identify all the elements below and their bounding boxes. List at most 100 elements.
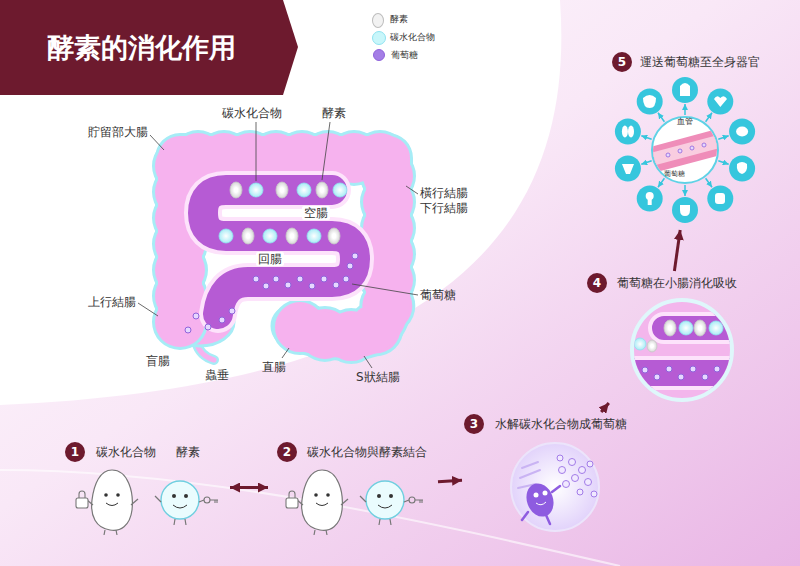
absorption-picture-part-part: [709, 321, 723, 335]
organs-picture-part: [641, 104, 728, 196]
organs-picture-part-part: [615, 119, 641, 145]
hydrolysis-picture-part-part: [577, 489, 583, 495]
carbohydrate-character-part: [92, 470, 133, 530]
part-label: 上行結腸: [88, 295, 136, 309]
small-intestine-part: [203, 190, 355, 314]
step-caption: 運送葡萄糖至全身器官: [640, 54, 760, 70]
absorption-picture-part-part: [679, 321, 693, 335]
legend-text: 酵素: [390, 12, 408, 26]
organs-picture-part-part: [637, 89, 663, 115]
callout-number: 1: [65, 442, 85, 462]
part-label: 空腸: [302, 206, 330, 220]
enzyme-dots-part: [242, 228, 254, 244]
legend-text: 碳水化合物: [390, 30, 435, 44]
carbohydrate-character-part: [116, 530, 117, 535]
hydrolysis-picture-part-part: [591, 491, 597, 497]
step-caption: 水解碳水化合物成葡萄糖: [495, 416, 627, 432]
part-label: 盲腸: [146, 354, 170, 368]
organs-picture-part-part: [638, 132, 733, 169]
hydrolysis-picture-part-part: [563, 481, 570, 488]
callout-number: 5: [612, 52, 632, 72]
organs-picture-part-part: [641, 136, 651, 139]
part-label: 下行結腸: [420, 201, 468, 215]
carbohydrate-character-part: [116, 493, 120, 497]
absorption-picture-part-part: [694, 320, 706, 336]
hydrolysis-picture-part-part: [572, 475, 579, 482]
organs-picture-part: [636, 126, 734, 176]
enzyme-dots-part: [316, 182, 328, 198]
step-caption: 葡萄糖在小腸消化吸收: [617, 275, 737, 291]
enzyme-character-part: [174, 519, 175, 525]
step-group: 4 葡萄糖在小腸消化吸收: [585, 271, 745, 403]
carbohydrate-character: [76, 470, 138, 535]
organs-picture-part-part: [641, 161, 651, 164]
absorption-picture-part-part: [664, 320, 676, 336]
organs-picture-part-part: [643, 95, 656, 108]
enzyme-character-part: [204, 497, 210, 503]
leader-lines-part: [406, 186, 418, 194]
glucose-dots-part: [347, 263, 353, 269]
part-label: 貯留部大腸: [88, 125, 148, 139]
step-group: 5 運送葡萄糖至全身器官: [608, 50, 778, 230]
legend-text: 葡萄糖: [391, 48, 418, 62]
step-arrow: [438, 480, 462, 482]
callout-number: 4: [587, 273, 607, 293]
carbohydrate-character-part: [104, 493, 108, 497]
organs-picture-part-part: [666, 143, 706, 157]
glucose-dots-part: [321, 276, 327, 282]
enzyme-dots-part: [328, 228, 340, 244]
enzyme-dots-part: [286, 228, 298, 244]
enzyme-character-part: [199, 500, 204, 502]
organs-picture: [615, 77, 755, 223]
step-group: 1碳水化合物酵素: [60, 440, 230, 535]
organs-picture-part-part: [706, 178, 712, 187]
leader-lines-part: [352, 284, 418, 295]
enzyme-dots: [230, 182, 340, 244]
organs-picture-part: [622, 83, 748, 216]
organs-picture-part-part: [714, 96, 727, 107]
step-group: 2碳水化合物與酵素結合: [268, 440, 438, 535]
enzyme-character-part: [155, 496, 161, 502]
carbohydrate-dots-part: [219, 229, 233, 243]
step-caption: 碳水化合物: [96, 444, 156, 460]
absorption-picture-part-part: [650, 314, 760, 342]
organs-picture-part-part: [637, 186, 663, 212]
organs-picture-part-part-part: [666, 153, 670, 157]
glucose-dots-part: [309, 283, 315, 289]
small-intestine-part: [203, 190, 355, 314]
step-arrow: [601, 403, 609, 412]
hydrolysis-picture-part: [557, 455, 597, 497]
enzyme-dots-part: [276, 182, 288, 198]
organs-picture-part-part: [718, 161, 728, 164]
organs-picture-part-part: [736, 127, 748, 137]
glucose-dots-part: [193, 313, 199, 319]
part-label: 葡萄糖: [664, 170, 685, 179]
glucose-dots-part: [219, 317, 225, 323]
carbohydrate-character-part: [104, 530, 105, 535]
organs-picture-part-part-part: [690, 146, 694, 150]
carbohydrate-dots-part: [249, 183, 263, 197]
large-intestine-part: [180, 158, 388, 336]
enzyme-character-part: [173, 505, 187, 508]
part-label: 血管: [677, 117, 693, 127]
leader-lines-part: [282, 348, 289, 358]
legend-swatch: [372, 13, 384, 28]
absorption-picture-part-part: [642, 366, 730, 380]
organs-picture-part-part: [648, 199, 652, 205]
absorption-picture-part-part-part: [702, 374, 708, 380]
glucose-dots-part: [297, 276, 303, 282]
enzyme-dots-part: [230, 182, 242, 198]
hydrolysis-picture-part: [543, 491, 548, 496]
hydrolysis-picture-part: [511, 443, 599, 531]
part-label: 直腸: [262, 360, 286, 374]
organs-picture-part-part: [628, 126, 634, 138]
large-intestine: [166, 158, 388, 360]
hydrolysis-picture-part-part: [585, 479, 592, 486]
carbohydrate-character-part: [131, 499, 138, 505]
absorption-picture-part-part-part: [678, 374, 684, 380]
absorption-picture-part-part: [634, 338, 646, 350]
carbohydrate-character: [286, 470, 348, 535]
step-arrow: [674, 230, 680, 271]
